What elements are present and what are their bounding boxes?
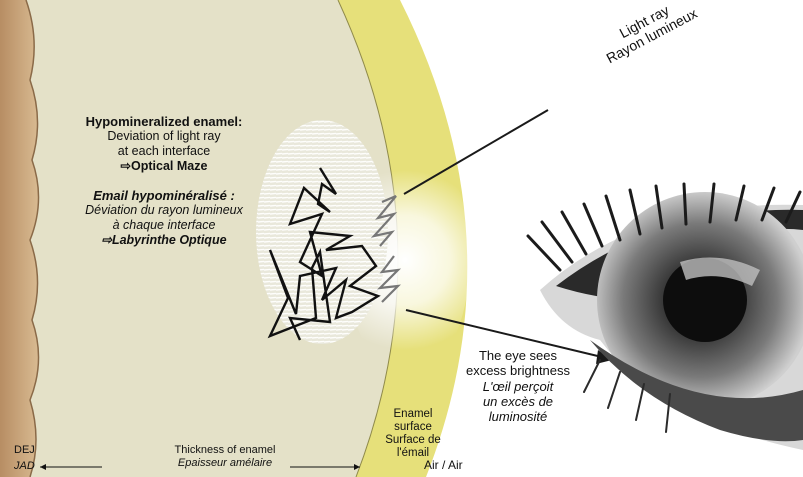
thickness-en: Thickness of enamel (110, 444, 340, 457)
hypo-fr-line1: Déviation du rayon lumineux (44, 203, 284, 218)
eye-fr3: luminosité (455, 409, 581, 424)
thickness-label: Thickness of enamel Epaisseur amélaire (110, 444, 340, 470)
hypomineralized-caption-en: Hypomineralized enamel: Deviation of lig… (44, 114, 284, 174)
dej-label: DEJ (14, 444, 35, 457)
eye-en1: The eye sees (455, 348, 581, 363)
eye-en2: excess brightness (455, 363, 581, 378)
hypo-en-line2: at each interface (44, 144, 284, 159)
eye-fr1: L'œil perçoit (455, 379, 581, 394)
hypo-en-title: Hypomineralized enamel: (44, 114, 284, 129)
jad-label: JAD (14, 460, 35, 473)
surface-en1: Enamel (384, 408, 442, 421)
hypomineralized-caption-fr: Email hypominéralisé : Déviation du rayo… (44, 188, 284, 248)
air-label: Air / Air (424, 458, 463, 472)
hypo-fr-title: Email hypominéralisé : (44, 188, 284, 203)
thickness-fr: Epaisseur amélaire (110, 457, 340, 470)
enamel-surface-label: Enamel surface Surface de l'émail (384, 408, 442, 460)
surface-fr1: Surface de (384, 434, 442, 447)
surface-en2: surface (384, 421, 442, 434)
eye-caption: The eye sees excess brightness L'œil per… (455, 348, 581, 425)
hypo-fr-line2: à chaque interface (44, 218, 284, 233)
hypo-fr-line3: ⇨Labyrinthe Optique (44, 233, 284, 248)
hypo-en-line3: ⇨Optical Maze (44, 159, 284, 174)
hypo-en-line1: Deviation of light ray (44, 129, 284, 144)
eye-fr2: un excès de (455, 394, 581, 409)
